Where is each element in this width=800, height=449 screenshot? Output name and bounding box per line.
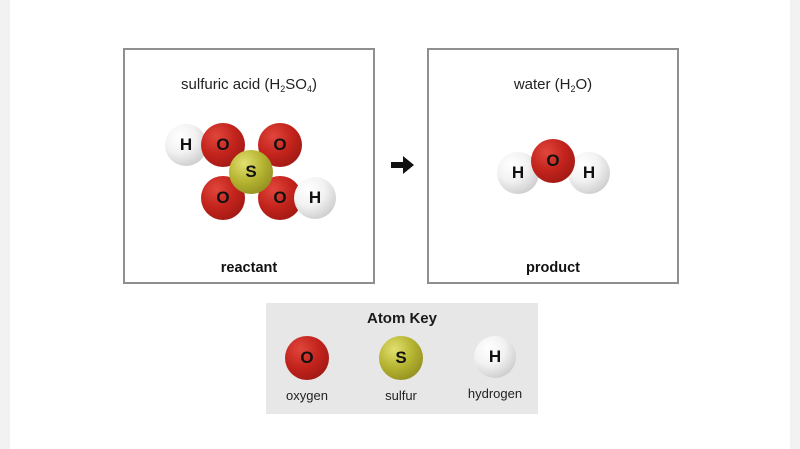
key-item-sulfur: S sulfur — [356, 336, 446, 403]
hydrogen-atom: H — [294, 177, 336, 219]
reactant-panel: sulfuric acid (H2SO4) H O O O O H S reac… — [123, 48, 375, 284]
oxygen-atom: O — [201, 123, 245, 167]
diagram-canvas: sulfuric acid (H2SO4) H O O O O H S reac… — [10, 0, 790, 449]
key-label-oxygen: oxygen — [286, 388, 328, 403]
atom-key-title: Atom Key — [366, 310, 437, 327]
product-title: water (H2O) — [513, 76, 593, 94]
key-label-hydrogen: hydrogen — [467, 386, 523, 401]
sulfur-atom: S — [229, 150, 273, 194]
reactant-title: sulfuric acid (H2SO4) — [181, 76, 317, 94]
key-item-hydrogen: H hydrogen — [450, 336, 540, 401]
hydrogen-atom: H — [474, 336, 516, 378]
oxygen-atom: O — [531, 139, 575, 183]
hydrogen-atom: H — [165, 124, 207, 166]
product-caption: product — [526, 260, 580, 276]
reaction-arrow-icon — [391, 156, 414, 174]
product-panel: water (H2O) H H O product — [427, 48, 679, 284]
oxygen-atom: O — [285, 336, 329, 380]
key-item-oxygen: O oxygen — [262, 336, 352, 403]
key-label-sulfur: sulfur — [385, 388, 417, 403]
sulfur-atom: S — [379, 336, 423, 380]
hydrogen-atom: H — [568, 152, 610, 194]
atom-key: Atom Key O oxygen S sulfur H hydrogen — [266, 303, 538, 414]
reactant-caption: reactant — [220, 260, 278, 276]
